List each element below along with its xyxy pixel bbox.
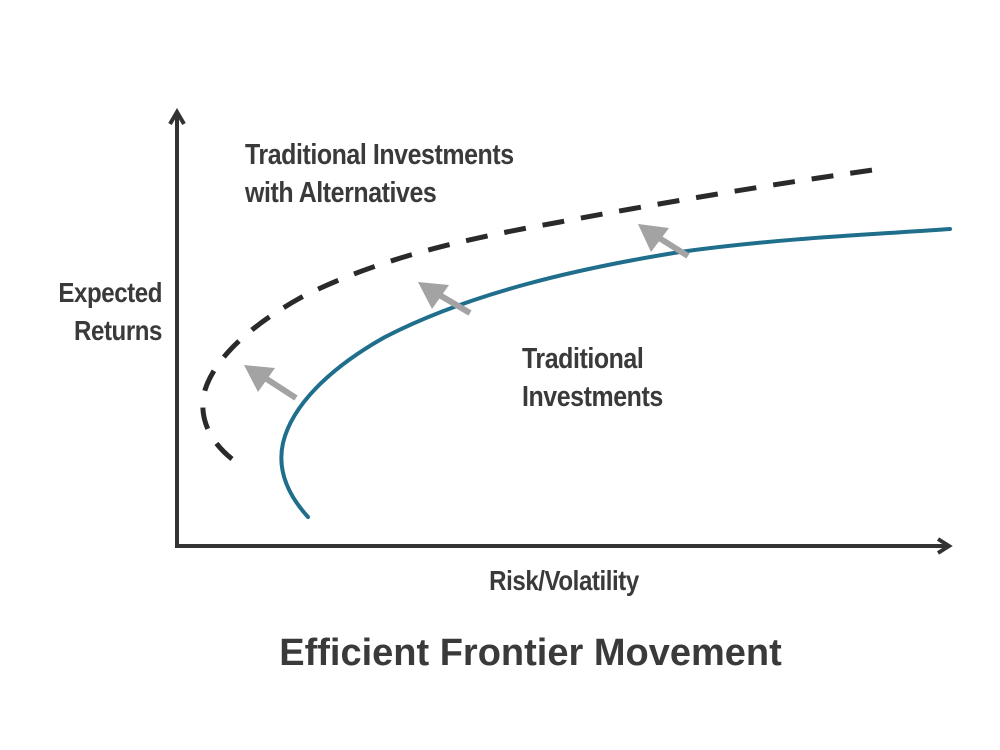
y-axis-arrowhead-icon: [168, 108, 186, 126]
alternatives-label-line2: with Alternatives: [245, 177, 437, 209]
x-axis-label: Risk/Volatility: [489, 565, 639, 596]
shift-arrow-icon: [244, 365, 298, 401]
traditional-label-line1: Traditional: [522, 343, 644, 375]
traditional-label-line2: Investments: [522, 381, 663, 413]
axes: [168, 108, 953, 555]
y-axis-label-line1: Expected: [58, 277, 162, 308]
alternatives-label-line1: Traditional Investments: [245, 139, 514, 171]
y-axis-label-line2: Returns: [74, 315, 162, 346]
x-axis-arrowhead-icon: [936, 537, 953, 555]
alternatives-series-label: Traditional Investments with Alternative…: [245, 136, 514, 212]
shift-arrow-icon: [418, 282, 472, 316]
alternatives-curve: [200, 167, 874, 461]
y-axis-label: Expected Returns: [40, 274, 162, 350]
shift-arrows: [244, 224, 690, 401]
chart-title: Efficient Frontier Movement: [279, 632, 782, 674]
shift-arrow-icon: [638, 224, 690, 259]
traditional-series-label: Traditional Investments: [522, 340, 663, 416]
